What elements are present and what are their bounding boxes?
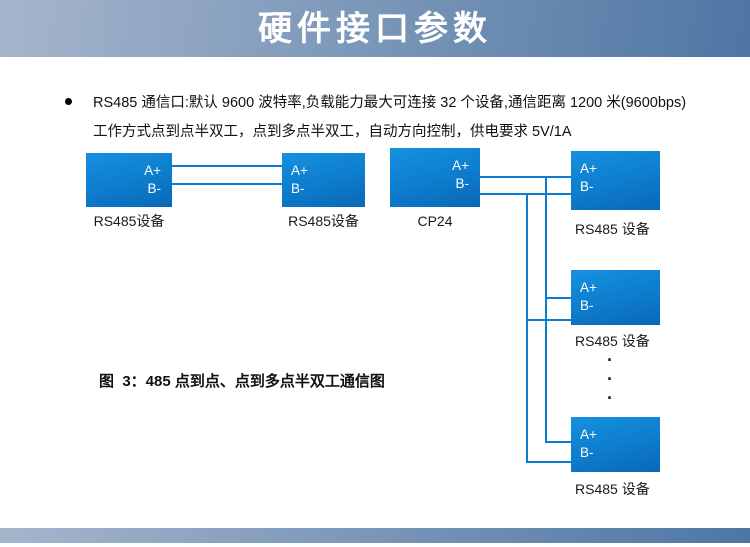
header-banner: 硬件接口参数 — [0, 0, 750, 57]
pin-a-label: A+ — [580, 427, 597, 442]
device-box-p2p-left: A+ B- — [86, 153, 172, 207]
page-title: 硬件接口参数 — [258, 9, 492, 48]
device-label-cp24: CP24 — [417, 213, 453, 229]
stub-a-slave2 — [547, 297, 571, 299]
pin-b-label: B- — [580, 298, 594, 313]
device-label-slave2: RS485 设备 — [575, 333, 650, 349]
dot: · — [607, 369, 613, 389]
stub-a-slave3 — [545, 441, 571, 443]
pin-a-label: A+ — [291, 163, 308, 178]
device-box-cp24-master: A+ B- — [390, 148, 480, 207]
stub-b-slave2 — [528, 319, 571, 321]
device-box-slave3: A+ B- — [571, 417, 660, 472]
wire-a-p2p — [172, 165, 282, 167]
pin-a-label: A+ — [144, 163, 161, 178]
device-label-p2p-left: RS485设备 — [93, 213, 165, 229]
pin-a-label: A+ — [580, 280, 597, 295]
wire-b-master-slave1 — [480, 193, 571, 195]
device-label-slave1: RS485 设备 — [575, 221, 650, 237]
bus-a-vertical — [545, 176, 547, 443]
rs485-spec-paragraph: RS485 通信口:默认 9600 波特率,负载能力最大可连接 32 个设备,通… — [93, 89, 738, 147]
stub-b-slave3 — [526, 461, 571, 463]
pin-b-label: B- — [580, 179, 594, 194]
device-box-p2p-right: A+ B- — [282, 153, 365, 207]
bullet-marker-icon — [65, 98, 72, 105]
device-box-slave1: A+ B- — [571, 151, 660, 210]
pin-a-label: A+ — [580, 161, 597, 176]
rs485-spec-line2: 工作方式点到点半双工，点到多点半双工，自动方向控制，供电要求 5V/1A — [93, 124, 572, 140]
device-label-p2p-right: RS485设备 — [288, 213, 359, 229]
pin-b-label: B- — [291, 181, 305, 196]
footer-bar — [0, 528, 750, 543]
pin-b-label: B- — [455, 176, 470, 191]
dot: · — [607, 388, 613, 408]
pin-a-label: A+ — [452, 158, 469, 173]
wire-a-master-slave1 — [480, 176, 571, 178]
continuation-dots: · · · — [602, 351, 618, 408]
pin-b-label: B- — [147, 181, 162, 196]
bus-b-vertical — [526, 193, 528, 463]
device-box-slave2: A+ B- — [571, 270, 660, 325]
pin-b-label: B- — [580, 445, 594, 460]
wire-b-p2p — [172, 183, 282, 185]
rs485-spec-line1: RS485 通信口:默认 9600 波特率,负载能力最大可连接 32 个设备,通… — [93, 95, 687, 111]
dot: · — [607, 350, 613, 370]
figure-caption: 图 3：485 点到点、点到多点半双工通信图 — [99, 373, 385, 390]
device-label-slave3: RS485 设备 — [575, 481, 650, 497]
